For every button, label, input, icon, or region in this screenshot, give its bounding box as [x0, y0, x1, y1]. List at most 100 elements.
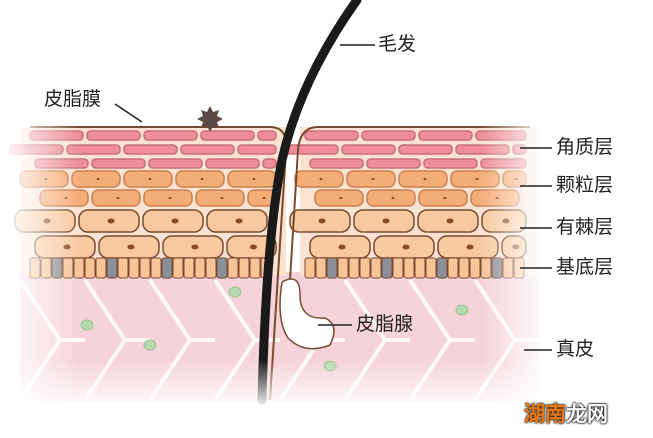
- basal-cell: [183, 257, 195, 279]
- granular-cell: [418, 189, 468, 207]
- basal-cell: [249, 257, 261, 279]
- basal-cell: [403, 257, 415, 279]
- granular-cell-nucleus: [116, 196, 120, 200]
- granular-cell-nucleus: [423, 177, 427, 181]
- granular-cell: [314, 189, 364, 207]
- basal-cell: [194, 257, 206, 279]
- label-hair: 毛发: [378, 33, 417, 55]
- basal-cell: [447, 257, 459, 279]
- granular-cell: [91, 189, 141, 207]
- spinous-cell-nucleus: [191, 244, 199, 250]
- corneum-cell: [180, 144, 235, 155]
- basal-cell: [392, 257, 404, 279]
- dermal-cell: [455, 304, 469, 316]
- granular-cell-nucleus: [252, 177, 256, 181]
- granular-cell-nucleus: [262, 196, 266, 200]
- basal-cell: [304, 257, 316, 279]
- corneum-cell: [398, 144, 453, 155]
- melanocyte: [436, 257, 448, 279]
- granular-cell: [346, 170, 396, 188]
- granular-cell: [195, 189, 245, 207]
- granular-cell: [123, 170, 173, 188]
- spinous-cell-nucleus: [446, 218, 454, 224]
- spinous-cell-nucleus: [235, 218, 243, 224]
- granular-cell-nucleus: [319, 177, 323, 181]
- spinous-cell-nucleus: [127, 244, 135, 250]
- melanocyte: [381, 257, 393, 279]
- corneum-cell: [91, 158, 146, 169]
- granular-cell-nucleus: [339, 196, 343, 200]
- basal-cell: [227, 257, 239, 279]
- granular-cell-nucleus: [168, 196, 172, 200]
- fade-bottom: [0, 360, 653, 410]
- corneum-cell: [257, 130, 277, 141]
- granular-cell: [143, 189, 193, 207]
- corneum-cell: [205, 158, 260, 169]
- granular-cell-nucleus: [96, 177, 100, 181]
- basal-cell: [84, 257, 96, 279]
- dermal-cell: [80, 319, 94, 331]
- sebaceous-gland: [279, 278, 335, 350]
- basal-cell: [359, 257, 371, 279]
- granular-cell-nucleus: [443, 196, 447, 200]
- melanocyte: [326, 257, 338, 279]
- label-stratum-spinosum: 有棘层: [556, 216, 614, 238]
- corneum-cell: [366, 158, 421, 169]
- basal-cell: [128, 257, 140, 279]
- granular-cell: [366, 189, 416, 207]
- granular-cell-nucleus: [391, 196, 395, 200]
- spinous-cell-nucleus: [338, 244, 346, 250]
- granular-cell-nucleus: [220, 196, 224, 200]
- corneum-cell: [237, 144, 277, 155]
- corneum-cell: [123, 144, 178, 155]
- spinous-cell-nucleus: [466, 244, 474, 250]
- spinous-cell-nucleus: [382, 218, 390, 224]
- label-sebum-film: 皮脂膜: [44, 88, 102, 110]
- spinous-cell-nucleus: [318, 218, 326, 224]
- corneum-cell: [341, 144, 396, 155]
- granular-cell: [398, 170, 448, 188]
- corneum-cell: [284, 144, 339, 155]
- basal-cell: [238, 257, 250, 279]
- label-stratum-granulosum: 颗粒层: [556, 174, 614, 196]
- leader-sebum-film: [114, 103, 143, 123]
- basal-cell: [458, 257, 470, 279]
- dermal-cell: [228, 286, 242, 298]
- granular-cell: [294, 170, 344, 188]
- basal-cell: [205, 257, 217, 279]
- granular-cell: [175, 170, 225, 188]
- corneum-cell: [309, 158, 364, 169]
- basal-cell: [315, 257, 327, 279]
- granular-cell-nucleus: [475, 177, 479, 181]
- spinous-cell-nucleus: [171, 218, 179, 224]
- spinous-cell-nucleus: [250, 244, 257, 250]
- corneum-cell: [361, 130, 416, 141]
- corneum-cell: [86, 130, 141, 141]
- watermark-logo: 湖南龙网: [524, 402, 608, 426]
- basal-cell: [95, 257, 107, 279]
- granular-cell-nucleus: [371, 177, 375, 181]
- melanocyte: [161, 257, 173, 279]
- corneum-cell: [262, 158, 277, 169]
- label-sebaceous-gland: 皮脂腺: [356, 313, 414, 335]
- label-stratum-basale: 基底层: [556, 256, 614, 278]
- basal-cell: [348, 257, 360, 279]
- granular-cell-nucleus: [148, 177, 152, 181]
- basal-cell: [469, 257, 481, 279]
- label-dermis: 真皮: [556, 338, 595, 360]
- spinous-cell-nucleus: [107, 218, 115, 224]
- basal-cell: [117, 257, 129, 279]
- corneum-cell: [304, 130, 359, 141]
- corneum-cell: [200, 130, 255, 141]
- melanocyte: [106, 257, 118, 279]
- corneum-cell: [148, 158, 203, 169]
- sebum-particle-icon: [197, 106, 223, 132]
- surface-line-right: [289, 126, 530, 281]
- basal-cell: [414, 257, 426, 279]
- spinous-cell-nucleus: [402, 244, 410, 250]
- corneum-cell: [423, 158, 478, 169]
- basal-cell: [172, 257, 184, 279]
- corneum-cell: [418, 130, 473, 141]
